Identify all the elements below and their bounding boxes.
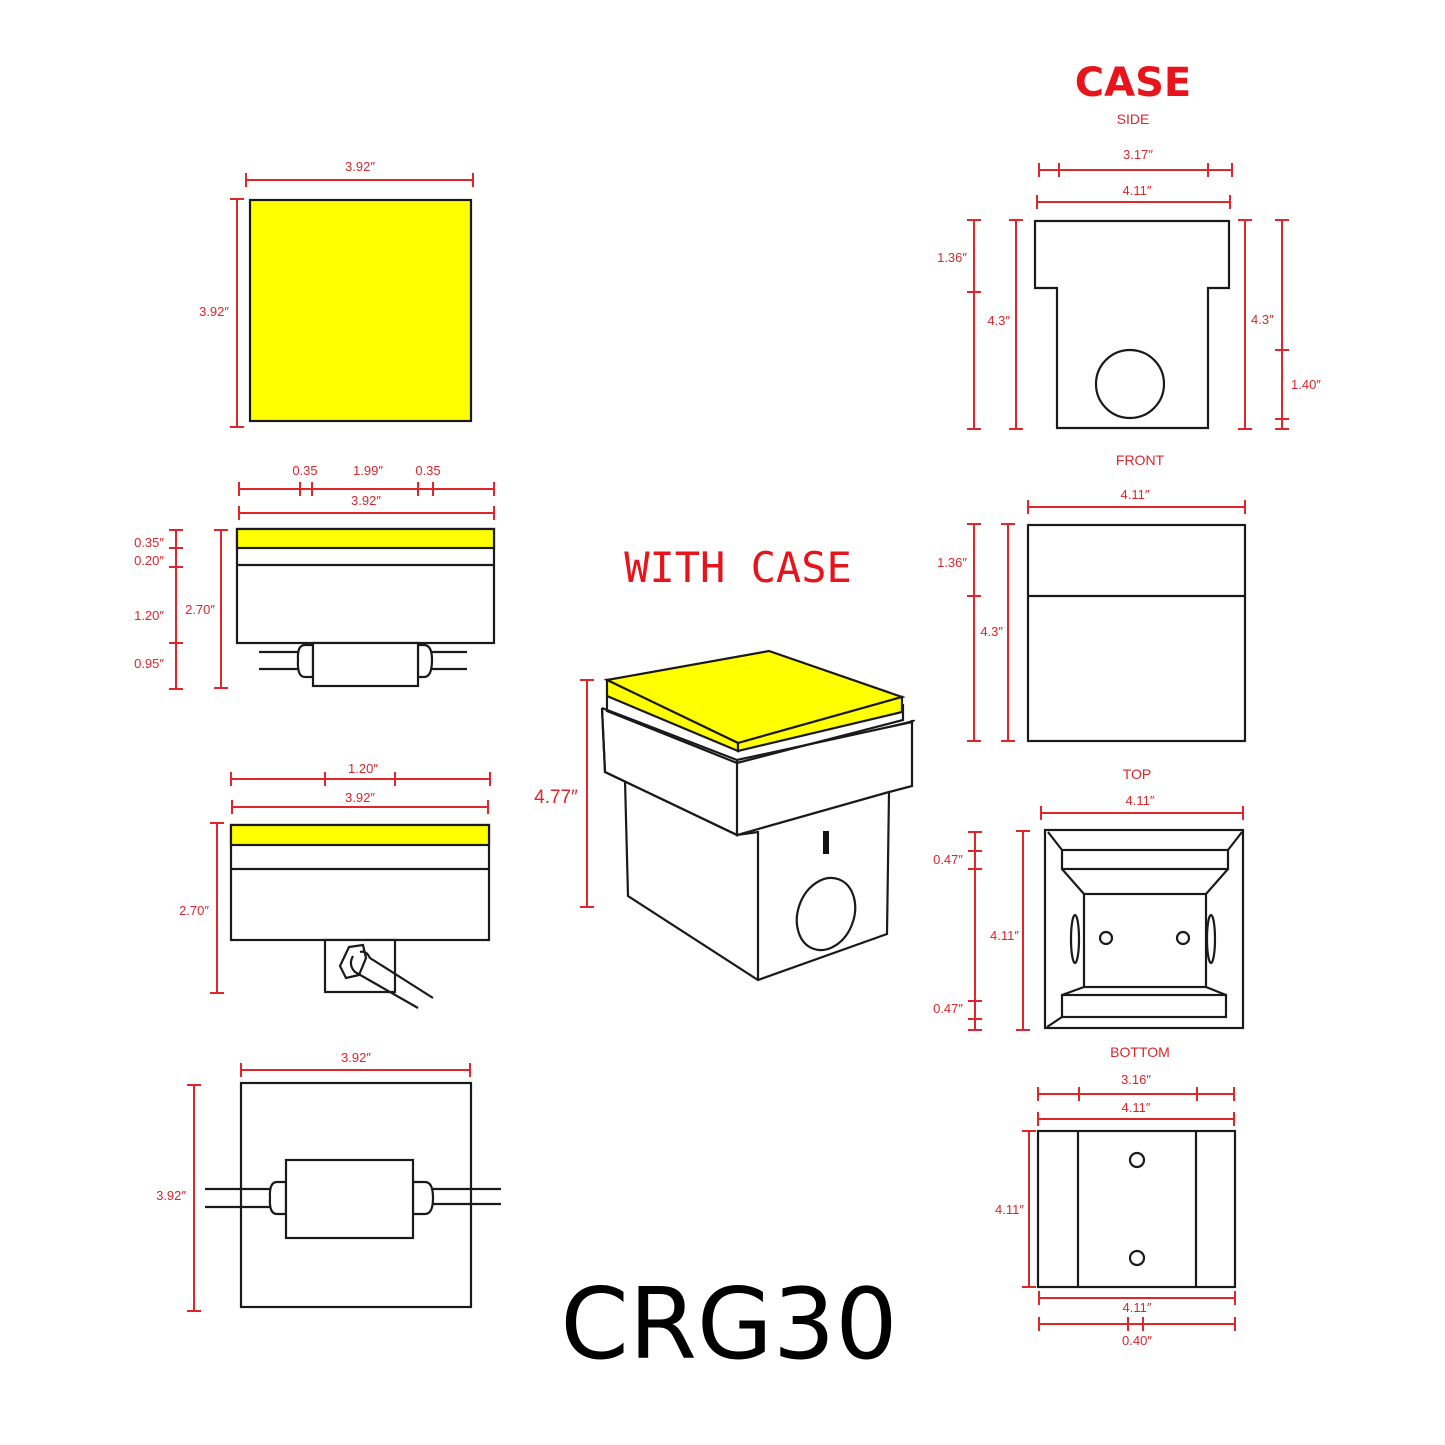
case-top-width: 4.11″ <box>1126 793 1155 808</box>
dimension-line <box>1036 195 1231 209</box>
case-top-rim-top: 0.47″ <box>933 852 963 867</box>
dimension-line <box>1027 500 1246 514</box>
light-front-seg-left-1: 0.35″ <box>134 535 164 550</box>
dimension-line <box>210 822 224 994</box>
dimension-line <box>968 831 982 1031</box>
dimension-line <box>1038 1317 1236 1331</box>
dimension-line <box>1040 806 1244 820</box>
dimension-line <box>187 1084 201 1312</box>
light-front-seg-1: 0.35 <box>292 463 317 478</box>
dimension-line <box>245 173 474 187</box>
model-name: CRG30 <box>560 1268 897 1382</box>
dimension-line <box>1037 1087 1235 1101</box>
light-side-view: 1.20″ 3.92″ 2.70″ <box>179 761 491 1009</box>
light-side-seg-label: 1.20″ <box>348 761 378 776</box>
dimension-line <box>169 529 183 690</box>
led-panel <box>248 198 473 423</box>
light-side-height-label: 2.70″ <box>179 903 209 918</box>
dimension-line <box>1016 830 1030 1031</box>
dimension-line <box>1238 219 1252 430</box>
light-front-seg-3: 0.35 <box>415 463 440 478</box>
switch-indicator <box>823 831 829 854</box>
cable-hole <box>795 876 857 952</box>
dimension-line <box>238 482 495 496</box>
case-bottom-label: BOTTOM <box>1110 1044 1170 1060</box>
light-front-width-label: 3.92″ <box>351 493 381 508</box>
case-front-upper: 1.36″ <box>937 555 967 570</box>
case-bottom-view: BOTTOM 3.16″ 4.11″ 4.11″ 4.11″ 0.40″ <box>995 1044 1237 1348</box>
case-top-rim-bottom: 0.47″ <box>933 1001 963 1016</box>
dimension-line <box>580 679 594 908</box>
light-front-seg-left-3: 1.20″ <box>134 608 164 623</box>
light-front-view: 0.35 1.99″ 0.35 3.92″ 0.35″ 0.20″ 1.20″ … <box>134 463 496 690</box>
case-front-height: 4.3″ <box>980 624 1003 639</box>
case-side-right-lower: 1.40″ <box>1291 377 1321 392</box>
dimension-line <box>1038 163 1233 177</box>
dimension-line <box>230 772 491 786</box>
dimension-line <box>238 506 495 520</box>
case-bottom-width-top: 4.11″ <box>1122 1100 1151 1115</box>
case-side-view: SIDE 3.17″ 4.11″ 1.36″ 4.3″ 4.3″ 1.40″ <box>937 111 1321 430</box>
case-front-width: 4.11″ <box>1121 487 1150 502</box>
mounting-hole <box>1128 1249 1146 1267</box>
case-outline <box>1043 828 1245 1030</box>
mounting-hole <box>1128 1151 1146 1169</box>
light-top-view: 3.92″ 3.92″ <box>199 159 474 428</box>
junction-box <box>284 1158 415 1240</box>
case-side-right-height: 4.3″ <box>1251 312 1274 327</box>
dimension-line <box>967 219 981 430</box>
with-case-height-label: 4.77″ <box>534 787 578 808</box>
case-bottom-inner-width: 3.16″ <box>1121 1072 1151 1087</box>
dimension-line <box>214 529 228 689</box>
dimension-line <box>1037 1112 1235 1126</box>
case-bottom-hole-offset: 0.40″ <box>1122 1333 1152 1348</box>
case-side-label: SIDE <box>1117 111 1150 127</box>
dimension-line <box>231 800 489 814</box>
case-front-view: FRONT 4.11″ 1.36″ 4.3″ <box>937 452 1247 743</box>
led-panel <box>235 527 496 550</box>
led-panel <box>229 823 491 847</box>
dimension-line <box>967 523 981 742</box>
light-top-width-label: 3.92″ <box>345 159 375 174</box>
dimension-line <box>1001 523 1015 742</box>
with-case-view: WITH CASE 4.77″ <box>534 543 916 982</box>
case-top-view: TOP 4.11″ 0.47″ 0.47″ 4.11″ <box>933 766 1245 1031</box>
light-bottom-height-label: 3.92″ <box>156 1188 186 1203</box>
case-top-height: 4.11″ <box>990 928 1019 943</box>
case-side-left-upper: 1.36″ <box>937 250 967 265</box>
case-bottom-height: 4.11″ <box>995 1202 1024 1217</box>
dimension-line <box>1275 219 1289 430</box>
case-side-left-height: 4.3″ <box>987 313 1010 328</box>
case-side-inner-width: 3.17″ <box>1123 147 1153 162</box>
light-front-seg-left-2: 0.20″ <box>134 553 164 568</box>
dimension-line <box>230 198 244 428</box>
dimension-line <box>1038 1291 1236 1305</box>
dimension-line <box>240 1063 471 1077</box>
light-front-height-label: 2.70″ <box>185 602 215 617</box>
light-top-height-label: 3.92″ <box>199 304 229 319</box>
mounting-hole <box>1098 930 1114 946</box>
case-front-label: FRONT <box>1116 452 1165 468</box>
light-bottom-width-label: 3.92″ <box>341 1050 371 1065</box>
with-case-title: WITH CASE <box>624 543 852 592</box>
case-outline <box>1026 523 1247 743</box>
case-outline <box>1033 219 1231 430</box>
light-side-width-label: 3.92″ <box>345 790 375 805</box>
cable-hole <box>1094 348 1166 420</box>
light-bottom-view: 3.92″ 3.92″ <box>156 1050 501 1312</box>
junction-box <box>311 641 420 688</box>
light-front-seg-left-4: 0.95″ <box>134 656 164 671</box>
case-outline <box>1036 1129 1237 1289</box>
dimension-line <box>1009 219 1023 430</box>
light-front-seg-2: 1.99″ <box>353 463 383 478</box>
case-side-width: 4.11″ <box>1123 183 1152 198</box>
case-bottom-width-bottom: 4.11″ <box>1123 1300 1152 1315</box>
dimension-line <box>1022 1130 1036 1288</box>
mounting-hole <box>1175 930 1191 946</box>
case-title: CASE <box>1075 60 1191 106</box>
case-top-label: TOP <box>1123 766 1152 782</box>
